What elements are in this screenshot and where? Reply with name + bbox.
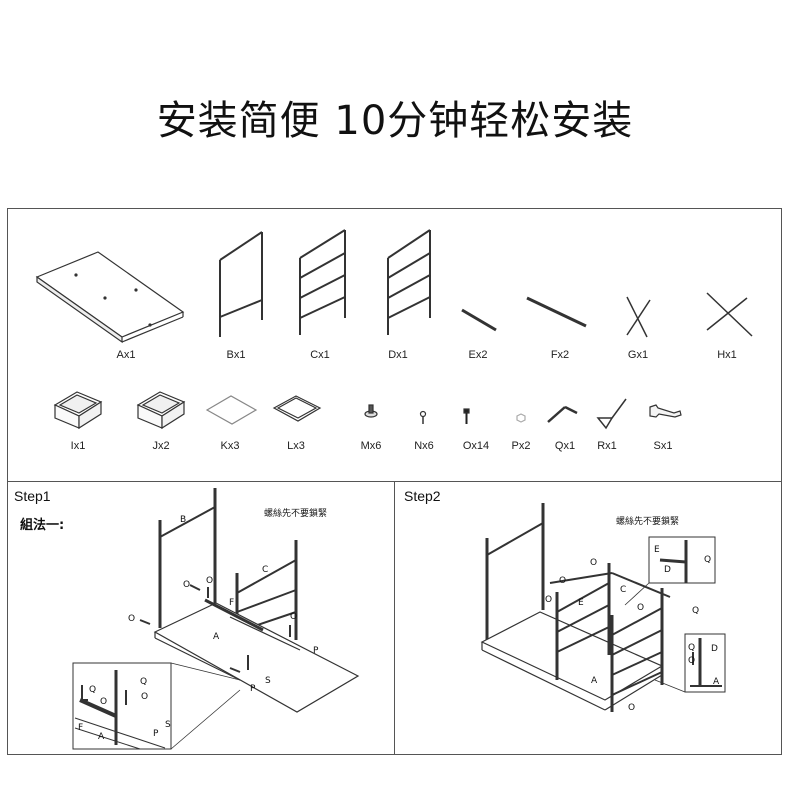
part-label-c: Cx1 bbox=[310, 349, 330, 361]
step1-note: 螺絲先不要鎖緊 bbox=[264, 509, 328, 519]
part-label-q: Qx1 bbox=[554, 440, 576, 452]
part-label-d: Dx1 bbox=[388, 349, 408, 361]
step2-note: 螺絲先不要鎖緊 bbox=[616, 517, 680, 527]
callout: D bbox=[711, 644, 718, 654]
callout: E bbox=[654, 545, 660, 555]
part-k-panel bbox=[205, 395, 258, 425]
callout: B bbox=[180, 515, 187, 525]
callout: A bbox=[98, 732, 105, 742]
step-divider bbox=[394, 481, 395, 755]
callout: O bbox=[628, 703, 636, 713]
callout: Q bbox=[704, 555, 712, 565]
step1-label: Step1 bbox=[14, 488, 51, 504]
callout: O bbox=[590, 558, 598, 568]
part-q-key bbox=[547, 405, 578, 423]
part-f-bar bbox=[526, 296, 587, 328]
callout: Q bbox=[140, 677, 148, 687]
callout: P bbox=[250, 684, 256, 694]
part-label-r: Rx1 bbox=[597, 440, 617, 452]
step1-method: 組法一: bbox=[20, 518, 65, 533]
callout: D bbox=[664, 565, 671, 575]
part-d-ladder bbox=[387, 229, 431, 335]
part-h-cross bbox=[706, 292, 753, 337]
callout: O bbox=[290, 612, 298, 622]
part-label-h: Hx1 bbox=[717, 349, 737, 361]
part-j-box bbox=[136, 391, 186, 430]
callout: S bbox=[165, 720, 171, 730]
callout: O bbox=[206, 576, 214, 586]
callout: P bbox=[153, 729, 159, 739]
callout: C bbox=[620, 585, 627, 595]
callout: O bbox=[688, 656, 696, 666]
callout: O bbox=[545, 595, 553, 605]
part-n-screw bbox=[419, 410, 427, 424]
part-label-j: Jx2 bbox=[152, 440, 170, 452]
part-b-frame bbox=[219, 231, 263, 337]
step2-label: Step2 bbox=[404, 488, 441, 504]
callout: F bbox=[78, 723, 84, 733]
part-label-n: Nx6 bbox=[414, 440, 434, 452]
part-label-a: Ax1 bbox=[116, 349, 136, 361]
callout: O bbox=[559, 576, 567, 586]
callout: E bbox=[578, 598, 584, 608]
callout: Q bbox=[89, 685, 97, 695]
part-m-foot bbox=[364, 404, 378, 418]
part-label-s: Sx1 bbox=[653, 440, 673, 452]
step1-drawing bbox=[72, 488, 360, 750]
part-e-bar bbox=[461, 308, 497, 332]
part-o-bolt bbox=[463, 408, 470, 424]
callout: Q bbox=[688, 643, 696, 653]
page-title: 安装简便 10分钟轻松安装 bbox=[156, 98, 634, 144]
part-p-nut bbox=[516, 413, 526, 423]
part-label-i: Ix1 bbox=[70, 440, 86, 452]
callout: F bbox=[229, 598, 235, 608]
callout: A bbox=[591, 676, 598, 686]
callout: O bbox=[100, 697, 108, 707]
callout: C bbox=[262, 565, 269, 575]
step2-drawing bbox=[480, 503, 726, 712]
part-s-wrench bbox=[649, 404, 682, 418]
callout: P bbox=[313, 646, 319, 656]
callout: O bbox=[128, 614, 136, 624]
part-label-o: Ox14 bbox=[462, 440, 490, 452]
callout: Q bbox=[692, 606, 700, 616]
part-label-e: Ex2 bbox=[468, 349, 488, 361]
part-label-f: Fx2 bbox=[550, 349, 570, 361]
part-r-tool bbox=[596, 398, 627, 430]
part-label-l: Lx3 bbox=[287, 440, 305, 452]
part-i-box bbox=[53, 391, 103, 430]
callout: O bbox=[637, 603, 645, 613]
callout: S bbox=[265, 676, 271, 686]
callout: A bbox=[713, 677, 720, 687]
part-label-g: Gx1 bbox=[627, 349, 649, 361]
callout: O bbox=[183, 580, 191, 590]
part-a-board bbox=[35, 251, 185, 344]
part-c-ladder bbox=[299, 229, 346, 335]
part-label-p: Px2 bbox=[511, 440, 531, 452]
part-label-k: Kx3 bbox=[220, 440, 240, 452]
part-l-panel bbox=[272, 395, 322, 422]
part-label-m: Mx6 bbox=[360, 440, 382, 452]
callout: A bbox=[213, 632, 220, 642]
part-label-b: Bx1 bbox=[226, 349, 246, 361]
callout: O bbox=[141, 692, 149, 702]
part-g-cross bbox=[626, 296, 651, 338]
